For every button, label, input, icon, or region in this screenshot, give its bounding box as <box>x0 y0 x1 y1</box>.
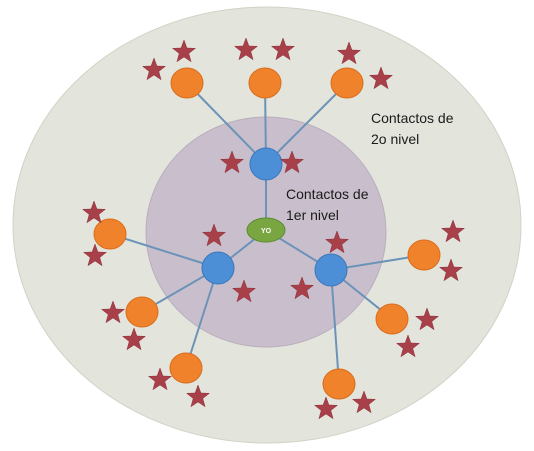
star-icon <box>100 300 126 324</box>
second-level-label: Contactos de 2o nivel <box>371 110 457 147</box>
edge-first-to-second-level <box>265 82 348 165</box>
network-stars <box>81 37 466 420</box>
star-icon <box>313 396 339 420</box>
star-icon <box>440 219 466 243</box>
center-node-label: YO <box>261 228 272 235</box>
star-icon <box>233 37 259 61</box>
star-icon <box>121 327 147 351</box>
second-level-label-line-2: 2o nivel <box>371 131 419 147</box>
star-icon <box>147 367 173 391</box>
second-level-node <box>322 368 356 400</box>
first-level-node <box>249 147 283 181</box>
star-icon <box>82 243 108 267</box>
star-icon <box>324 230 350 254</box>
edge-first-to-second-level <box>109 233 219 269</box>
star-icon <box>171 39 197 63</box>
edge-first-to-second-level <box>186 82 267 165</box>
second-level-node <box>125 296 159 328</box>
star-icon <box>351 390 377 414</box>
second-level-label-line-1: Contactos de <box>371 110 454 126</box>
network-nodes <box>93 67 441 400</box>
second-level-node <box>407 239 441 271</box>
second-level-node <box>169 352 203 384</box>
second-level-node <box>170 67 204 99</box>
star-icon <box>289 276 315 300</box>
star-icon <box>336 41 362 65</box>
first-level-label-line-1: Contactos de <box>286 186 369 202</box>
star-icon <box>438 258 464 282</box>
star-icon <box>279 150 305 174</box>
star-icon <box>270 37 296 61</box>
star-icon <box>185 384 211 408</box>
star-icon <box>201 223 227 247</box>
star-icon <box>414 307 440 331</box>
second-level-node <box>248 67 282 99</box>
second-level-node <box>375 303 409 335</box>
star-icon <box>395 334 421 358</box>
first-level-node <box>314 253 348 287</box>
star-icon <box>219 150 245 174</box>
edge-first-to-second-level <box>185 267 219 369</box>
first-level-node <box>201 251 235 285</box>
star-icon <box>81 200 107 224</box>
star-icon <box>141 57 167 81</box>
edge-first-to-second-level <box>330 269 340 385</box>
second-level-node <box>93 218 127 250</box>
first-level-label-line-2: 1er nivel <box>286 207 339 223</box>
center-node <box>246 217 286 243</box>
second-level-node <box>330 67 364 99</box>
first-level-label: Contactos de 1er nivel <box>286 186 372 223</box>
star-icon <box>231 279 257 303</box>
star-icon <box>368 66 394 90</box>
